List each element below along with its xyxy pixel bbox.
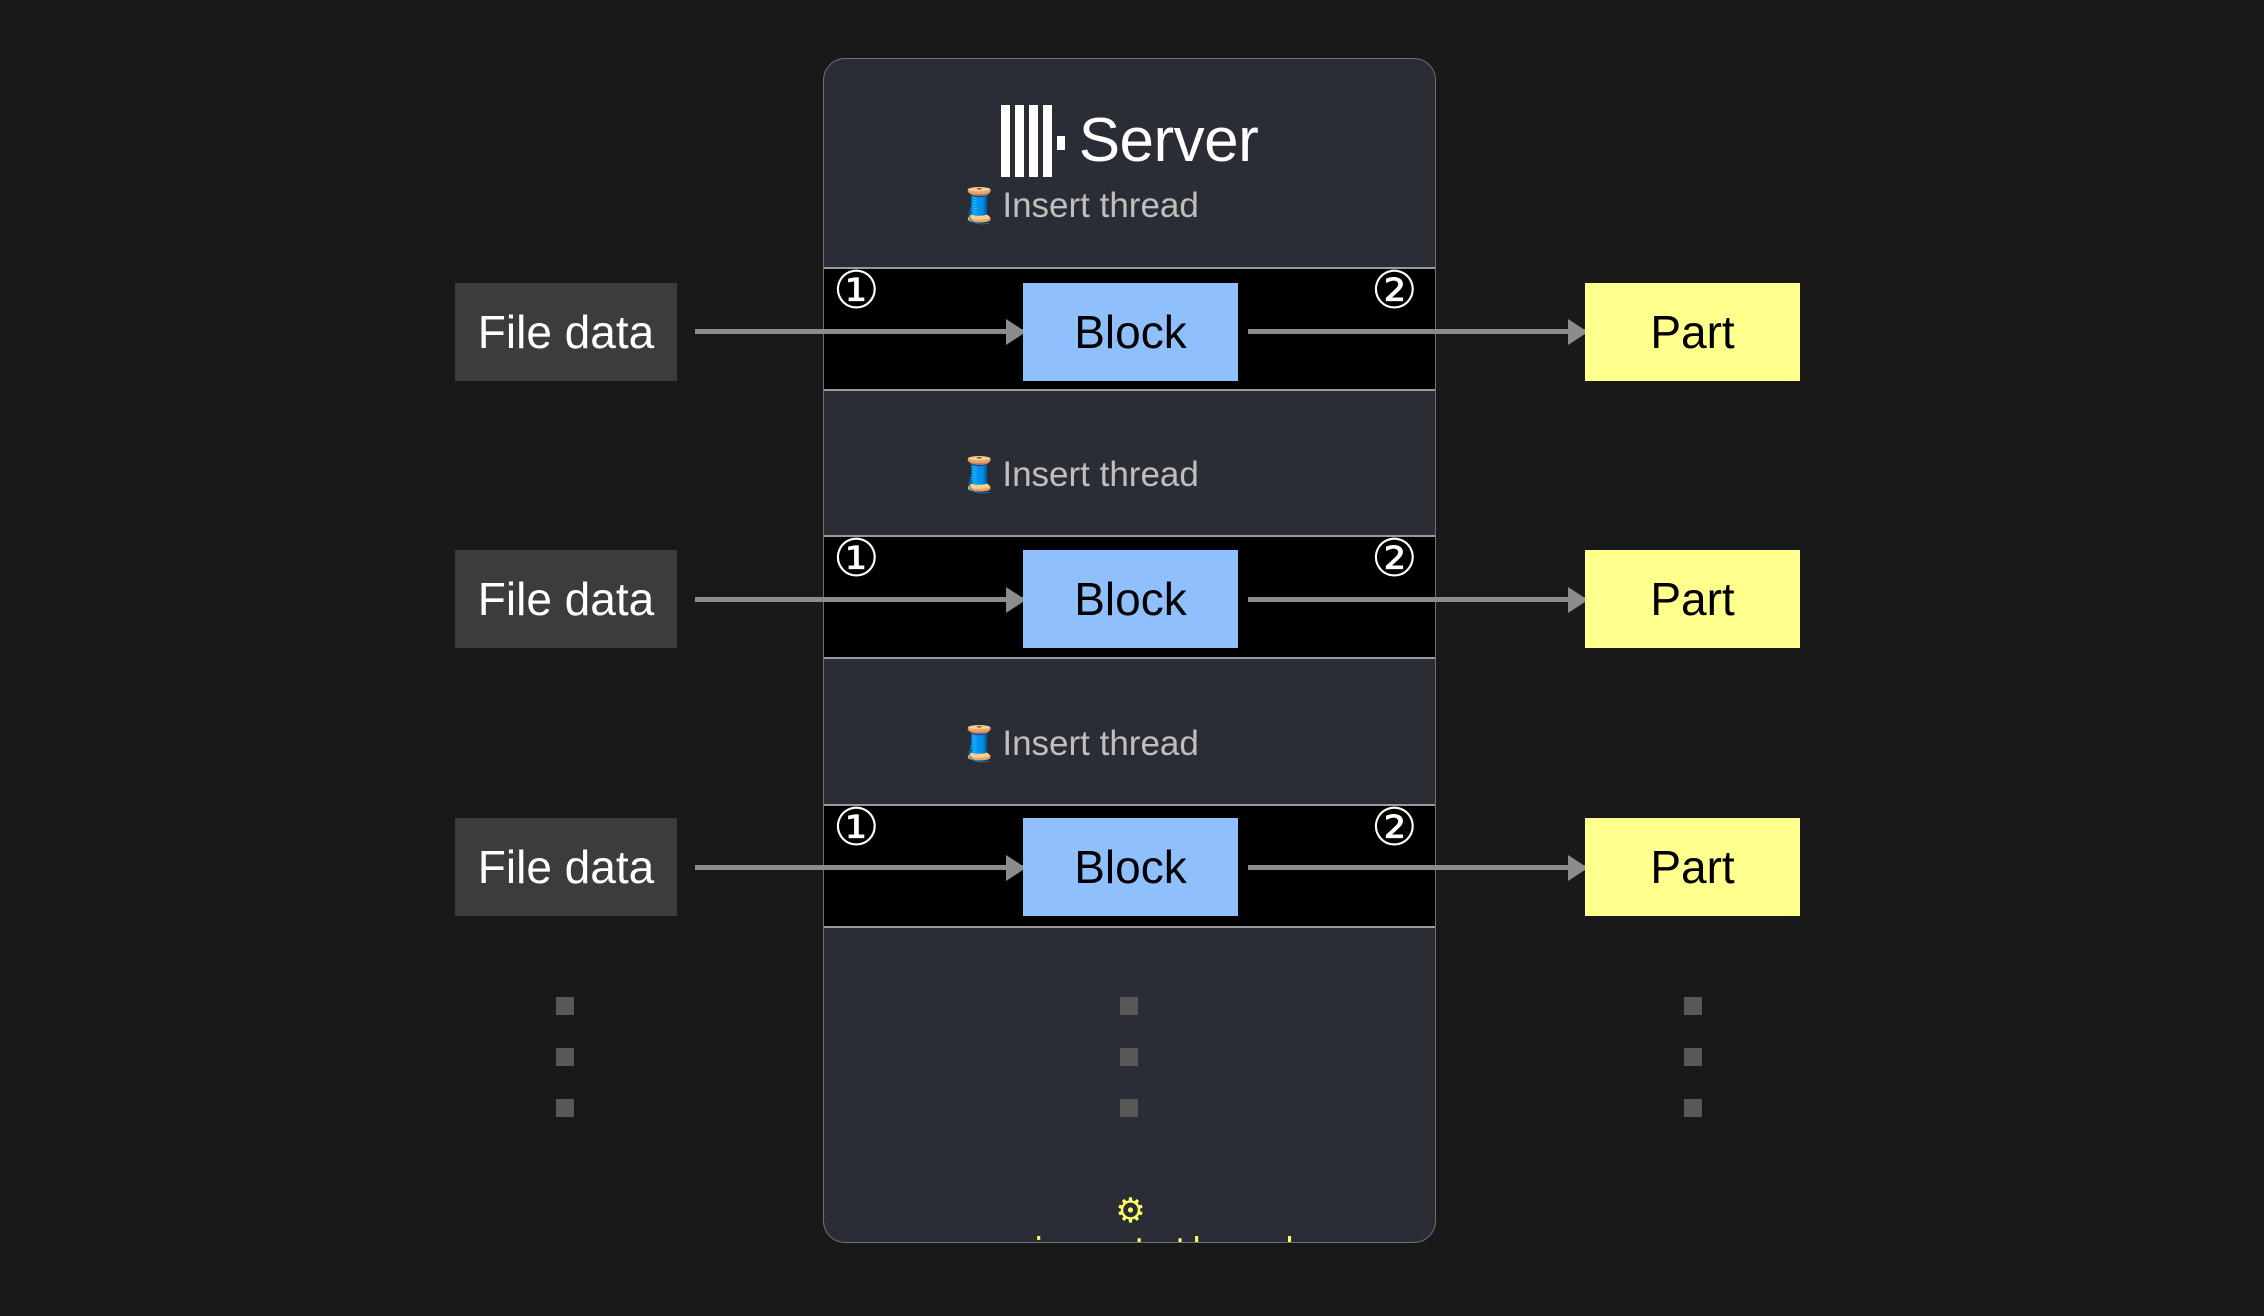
step-number-1-row2: ① [833, 530, 880, 588]
ellipsis-dots-right [1684, 997, 1702, 1117]
file-data-label-2: File data [477, 573, 655, 625]
ellipsis-dot [556, 997, 574, 1015]
arrow-file-to-block-3 [695, 865, 1023, 870]
arrow-block-to-part-1 [1248, 329, 1585, 334]
insert-thread-label-3: 🧵 Insert thread [958, 726, 1199, 761]
insert-thread-text-1: Insert thread [1002, 186, 1199, 225]
block-label-2: Block [1074, 573, 1187, 625]
block-box-3: Block [1023, 818, 1238, 916]
step-number-2-row1: ② [1371, 262, 1418, 320]
block-box-1: Block [1023, 283, 1238, 381]
arrow-file-to-block-1 [695, 329, 1023, 334]
thread-spool-icon-3: 🧵 [958, 724, 1001, 763]
ellipsis-dot [1684, 1048, 1702, 1066]
part-label-1: Part [1650, 306, 1735, 358]
step-number-1-row3: ① [833, 799, 880, 857]
file-data-label-3: File data [477, 841, 655, 893]
insert-thread-label-1: 🧵 Insert thread [958, 188, 1199, 223]
part-label-3: Part [1650, 841, 1735, 893]
arrow-block-to-part-3 [1248, 865, 1585, 870]
max-insert-threads-label: max_insert_threads [946, 1234, 1314, 1242]
ellipsis-dot [1684, 1099, 1702, 1117]
thread-spool-icon-1: 🧵 [958, 186, 1001, 225]
ellipsis-dot [1684, 997, 1702, 1015]
part-box-2: Part [1585, 550, 1800, 648]
file-data-box-2: File data [455, 550, 677, 648]
ellipsis-dot [1120, 1048, 1138, 1066]
block-label-1: Block [1074, 306, 1187, 358]
file-data-label-1: File data [477, 306, 655, 358]
gear-icon: ⚙ [1115, 1192, 1146, 1230]
arrow-block-to-part-2 [1248, 597, 1585, 602]
block-label-3: Block [1074, 841, 1187, 893]
ellipsis-dot [1120, 997, 1138, 1015]
arrow-file-to-block-2 [695, 597, 1023, 602]
server-title: Server [824, 105, 1435, 177]
ellipsis-dot [556, 1048, 574, 1066]
file-data-box-1: File data [455, 283, 677, 381]
step-number-2-row3: ② [1371, 799, 1418, 857]
part-label-2: Part [1650, 573, 1735, 625]
server-title-label: Server [1078, 106, 1259, 175]
file-data-box-3: File data [455, 818, 677, 916]
insert-thread-label-2: 🧵 Insert thread [958, 457, 1199, 492]
block-box-2: Block [1023, 550, 1238, 648]
thread-spool-icon-2: 🧵 [958, 455, 1001, 494]
insert-thread-text-3: Insert thread [1002, 724, 1199, 763]
ellipsis-dot [1120, 1099, 1138, 1117]
step-number-2-row2: ② [1371, 530, 1418, 588]
ellipsis-dots-left [556, 997, 574, 1117]
part-box-1: Part [1585, 283, 1800, 381]
clickhouse-logo-icon [1000, 105, 1065, 177]
ellipsis-dot [556, 1099, 574, 1117]
step-number-1-row1: ① [833, 262, 880, 320]
ellipsis-dots-middle [1120, 997, 1138, 1117]
part-box-3: Part [1585, 818, 1800, 916]
setting-footer: ⚙ max_insert_threads [824, 1192, 1435, 1242]
insert-thread-text-2: Insert thread [1002, 455, 1199, 494]
